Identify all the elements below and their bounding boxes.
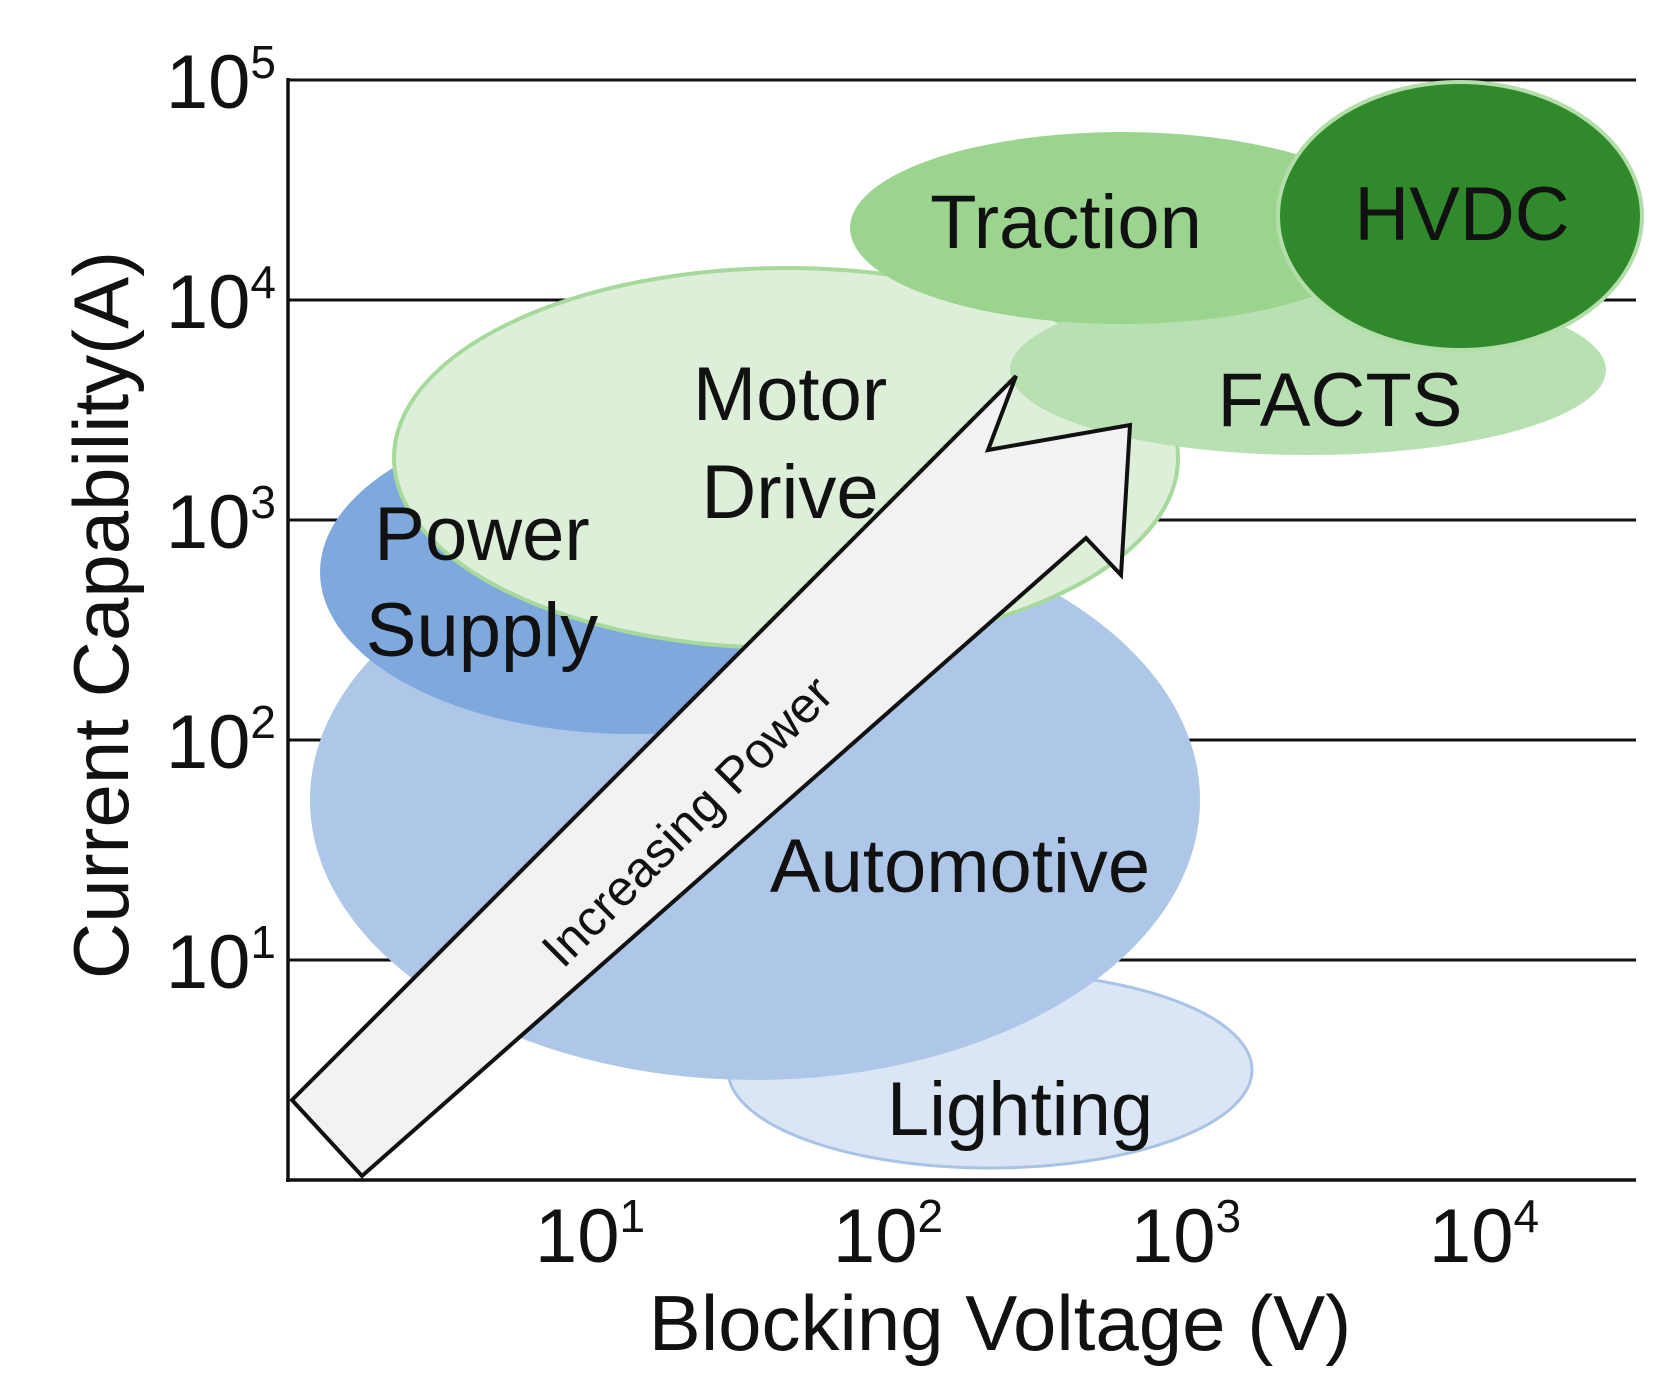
label-lighting: Lighting — [887, 1067, 1153, 1152]
region-hvdc — [1276, 80, 1644, 352]
y-tick-label: 105 — [166, 36, 276, 125]
label-facts: FACTS — [1218, 358, 1463, 443]
y-tick-label: 103 — [166, 476, 276, 565]
x-axis-title: Blocking Voltage (V) — [649, 1279, 1351, 1367]
y-axis-title: Current Capability(A) — [57, 251, 145, 979]
label-automotive: Automotive — [770, 824, 1150, 909]
axes — [286, 78, 1636, 1182]
x-tick-label: 104 — [1429, 1190, 1539, 1279]
label-traction: Traction — [930, 180, 1202, 265]
x-tick-label: 103 — [1131, 1190, 1241, 1279]
y-tick-label: 104 — [166, 256, 276, 345]
x-tick-label: 101 — [535, 1190, 645, 1279]
x-tick-labels: 101 102 103 104 — [535, 1190, 1539, 1279]
label-hvdc: HVDC — [1354, 172, 1569, 257]
arrow-shape — [289, 374, 1133, 1179]
y-tick-labels: 101 102 103 104 105 — [166, 36, 276, 1005]
y-tick-label: 101 — [166, 916, 276, 1005]
region-traction — [850, 132, 1394, 324]
y-tick-label: 102 — [166, 696, 276, 785]
x-tick-label: 102 — [833, 1190, 943, 1279]
